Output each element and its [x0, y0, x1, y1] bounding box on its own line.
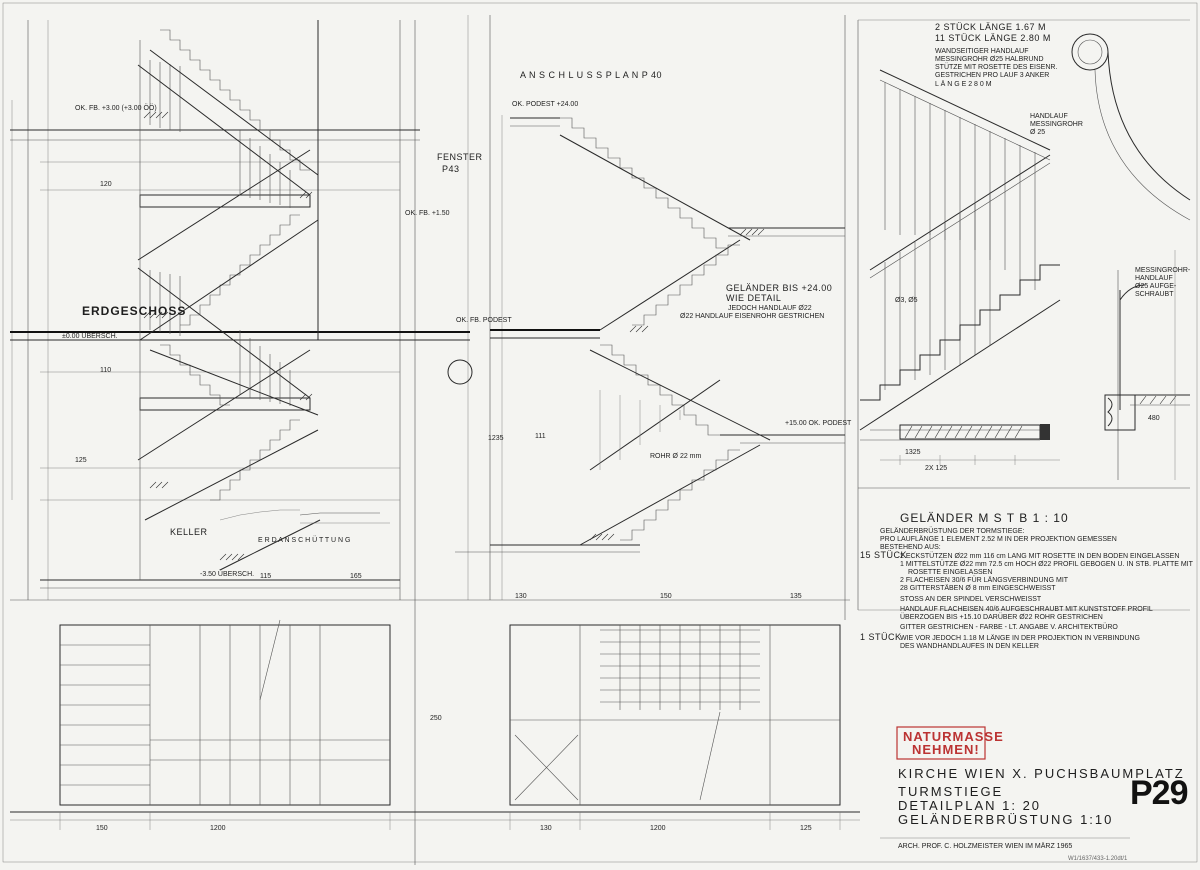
railing-spec-item-8: GITTER GESTRICHEN - FARBE - LT. ANGABE V… — [900, 623, 1118, 631]
stamp-line-2: NEHMEN! — [912, 742, 980, 757]
handrail-label-1: HANDLAUF — [1030, 113, 1068, 120]
detail-scale: DETAILPLAN 1: 20 — [898, 798, 1041, 813]
railing-spec-heading: GELÄNDER M S T B 1 : 10 — [900, 511, 1069, 525]
railing-spec-item-10: DES WANDHANDLAUFES IN DEN KELLER — [900, 643, 1039, 650]
railing-height-line4: Ø22 HANDLAUF EISENROHR GESTRICHEN — [680, 313, 824, 320]
handrail-label-3: Ø 25 — [1030, 129, 1045, 136]
note-line-7: L Ä N G E 2 8 0 M — [935, 80, 992, 88]
dim-250: 250 — [430, 715, 442, 722]
dim-165: 165 — [350, 573, 362, 580]
level-4: ±0.00 ÜBERSCH. — [62, 332, 118, 340]
drawing-subject: TURMSTIEGE — [898, 784, 1003, 799]
connection-plan-label: A N S C H L U S S P L A N P 40 — [520, 70, 662, 80]
stair-flight-1 — [160, 29, 310, 171]
stair-flight-2 — [180, 214, 300, 326]
dim-125: 125 — [75, 457, 87, 464]
railing-spec-item-9: WIE VOR JEDOCH 1.18 M LÄNGE IN DER PROJE… — [900, 634, 1140, 642]
dim-150b: 150 — [96, 825, 108, 832]
window-ref-label: FENSTER — [437, 152, 483, 162]
railing-spec-item-7: ÜBERZOGEN BIS +15.10 DARÜBER Ø22 ROHR GE… — [900, 613, 1103, 621]
project-title: KIRCHE WIEN X. PUCHSBAUMPLATZ — [898, 766, 1185, 781]
dim-2x125: 2X 125 — [925, 465, 947, 472]
note-line-3: WANDSEITIGER HANDLAUF — [935, 48, 1028, 55]
bottom-plan-views — [10, 599, 860, 830]
level-1: OK. FB. +3.00 (+3.00 ÖÖ) — [75, 104, 157, 112]
dim-111: 111 — [535, 433, 546, 440]
brass-handrail-4: SCHRAUBT — [1135, 291, 1174, 298]
dim-480: 480 — [1148, 415, 1160, 422]
brass-handrail-3: Ø25 AUFGE- — [1135, 283, 1177, 290]
railing-spec-intro-2: PRO LAUFLÄNGE 1 ELEMENT 2.52 M IN DER PR… — [880, 535, 1117, 543]
dim-1235: 1235 — [488, 435, 504, 442]
railing-spec-item-2: 1 MITTELSTÜTZE Ø22 mm 72.5 cm HOCH Ø22 P… — [900, 560, 1194, 568]
level-3: OK. FB. PODEST — [456, 317, 512, 324]
left-section-view — [10, 15, 470, 865]
dim-130: 130 — [515, 593, 527, 600]
railing-spec-item-5: STOSS AN DER SPINDEL VERSCHWEISST — [900, 596, 1042, 603]
plan-middle — [509, 624, 841, 806]
dim-1200: 1200 — [210, 825, 226, 832]
architect-line: ARCH. PROF. C. HOLZMEISTER WIEN IM MÄRZ … — [898, 842, 1072, 850]
dim-135: 135 — [790, 593, 802, 600]
railing-spec-item-3: 2 FLACHEISEN 30/6 FÜR LÄNGSVERBINDUNG MI… — [900, 576, 1069, 584]
level-7: OK. PODEST +24.00 — [512, 101, 578, 108]
ground-floor-label: ERDGESCHOSS — [82, 304, 186, 318]
handrail-label-2: MESSINGROHR — [1030, 121, 1083, 128]
dim-1200b: 1200 — [650, 825, 666, 832]
title-block — [858, 609, 1190, 839]
brass-handrail-1: MESSINGROHR- — [1135, 267, 1191, 274]
note-line-5: STÜTZE MIT ROSETTE DES EISENR. — [935, 63, 1057, 71]
level-6: +15.00 OK. PODEST — [785, 420, 852, 427]
upper-flight-steps — [560, 117, 728, 249]
railing-spec-qty-1: 15 STÜCK — [860, 550, 907, 560]
archive-reference: W1/1637/433-1.20dt/1 — [1068, 856, 1128, 862]
railing-spec-qty-2: 1 STÜCK — [860, 632, 902, 642]
railing-spec-intro-1: GELÄNDERBRÜSTUNG DER TORMSTIEGE: — [880, 527, 1024, 535]
railing-detail — [857, 19, 1191, 610]
railing-spec-intro-3: BESTEHEND AUS: — [880, 544, 941, 551]
stair-flight-3 — [160, 344, 230, 406]
plan-left — [59, 624, 391, 806]
base-plate-dim: 1325 — [905, 449, 921, 456]
dim-150: 150 — [660, 593, 672, 600]
window-ref-number: P43 — [442, 164, 460, 174]
dim-130b: 130 — [540, 825, 552, 832]
middle-section-view — [455, 15, 846, 620]
railing-height-line1: GELÄNDER BIS +24.00 — [726, 283, 832, 293]
dim-110: 110 — [100, 367, 111, 374]
stamp-line-1: NATURMASSE — [903, 729, 1004, 744]
note-line-1: 2 STÜCK LÄNGE 1.67 M — [935, 22, 1046, 32]
cellar-label: KELLER — [170, 527, 208, 537]
sheet-number: P29 — [1130, 774, 1188, 812]
fill-soil-label: E R D A N S C H Ü T T U N G — [258, 536, 350, 544]
dim-115: 115 — [260, 573, 271, 580]
railing-spec-item-4: 28 GITTERSTÄBEN Ø 8 mm EINGESCHWEISST — [900, 584, 1056, 592]
handrail-section-circle — [1071, 33, 1109, 71]
railing-height-line2: WIE DETAIL — [726, 293, 781, 303]
railing-scale: GELÄNDERBRÜSTUNG 1:10 — [898, 812, 1113, 827]
natural-dimensions-stamp: NATURMASSE NEHMEN! — [896, 726, 1004, 760]
pipe-label: ROHR Ø 22 mm — [650, 453, 702, 460]
railing-spec-item-2b: ROSETTE EINGELASSEN — [908, 569, 992, 576]
note-line-6: GESTRICHEN PRO LAUF 3 ANKER — [935, 72, 1049, 79]
dim-125b: 125 — [800, 825, 812, 832]
bar-spec: Ø3, Ø5 — [895, 297, 918, 304]
section-marker — [447, 359, 473, 385]
dim-120: 120 — [100, 181, 112, 188]
railing-height-line3: JEDOCH HANDLAUF Ø22 — [728, 305, 812, 312]
railing-spec-item-1: 2 ECKSTÜTZEN Ø22 mm 116 cm LANG MIT ROSE… — [900, 552, 1179, 560]
level-5: -3.50 ÜBERSCH. — [200, 570, 254, 578]
railing-spec-item-6: HANDLAUF FLACHEISEN 40/6 AUFGESCHRAUBT M… — [900, 606, 1153, 613]
brass-handrail-2: HANDLAUF — [1135, 275, 1173, 282]
note-line-4: MESSINGROHR Ø25 HALBRUND — [935, 56, 1044, 63]
stair-flight-4 — [210, 419, 300, 501]
note-line-2: 11 STÜCK LÄNGE 2.80 M — [935, 33, 1051, 43]
level-2: OK. FB. +1.50 — [405, 210, 450, 217]
text-labels: A N S C H L U S S P L A N P 40 FENSTER P… — [62, 22, 1194, 832]
